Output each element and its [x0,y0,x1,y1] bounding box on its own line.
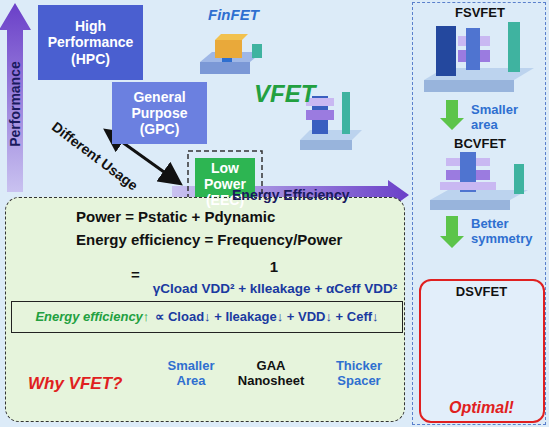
formula-panel: Power = Pstatic + PdynamicEnergy efficie… [5,197,405,422]
device-label: FinFET [208,6,259,23]
node-text: Better symmetry [471,217,545,247]
flow-arrows [440,100,464,248]
device-label: VFET [254,80,315,108]
node-text: Energy efficiency↑ [35,310,149,325]
node-text: GAA Nanosheet [236,359,306,389]
vfet-variants-panel: FSVFET Smaller areaBCVFET Better symmetryD… [412,2,546,425]
node-text: Why VFET? [28,374,122,394]
proportional-box: Energy efficiency↑ ∝ Cload↓ + Ileakage↓ +… [11,301,403,333]
gpc-box: General Purpose (GPC) [112,82,207,144]
node-text: Optimal! [421,399,542,417]
fsvfet-illustration [424,22,534,92]
node-text: Smaller Area [156,359,226,389]
node-text: = [131,266,140,283]
node-text: Energy efficiency = Frequency/Power [76,231,342,248]
bcvfet-illustration [430,152,528,210]
node-text: BCVFET [413,137,547,152]
axis-label: Performance [7,44,23,164]
node-text: Smaller area [471,103,545,133]
node-text: High Performance (HPC) [41,18,140,66]
performance-arrow [0,3,31,192]
finfet-illustration [200,34,262,74]
node-text: FSVFET [413,6,547,21]
node-text: γCload VDD² + kIleakage + αCeff VDD² [149,281,401,297]
node-text: Thicker Spacer [324,359,394,389]
axis-label: Energy Efficiency [232,187,350,203]
node-text: General Purpose (GPC) [115,89,204,137]
dsvfet-box: DSVFET Optimal! [419,279,545,423]
node-text: ∝ Cload↓ + Ileakage↓ + VDD↓ + Ceff↓ [155,310,378,325]
node-text: Power = Pstatic + Pdynamic [76,208,275,225]
node-text: 1 [149,258,399,275]
node-text: DSVFET [421,285,542,300]
hpc-box: High Performance (HPC) [38,5,143,80]
